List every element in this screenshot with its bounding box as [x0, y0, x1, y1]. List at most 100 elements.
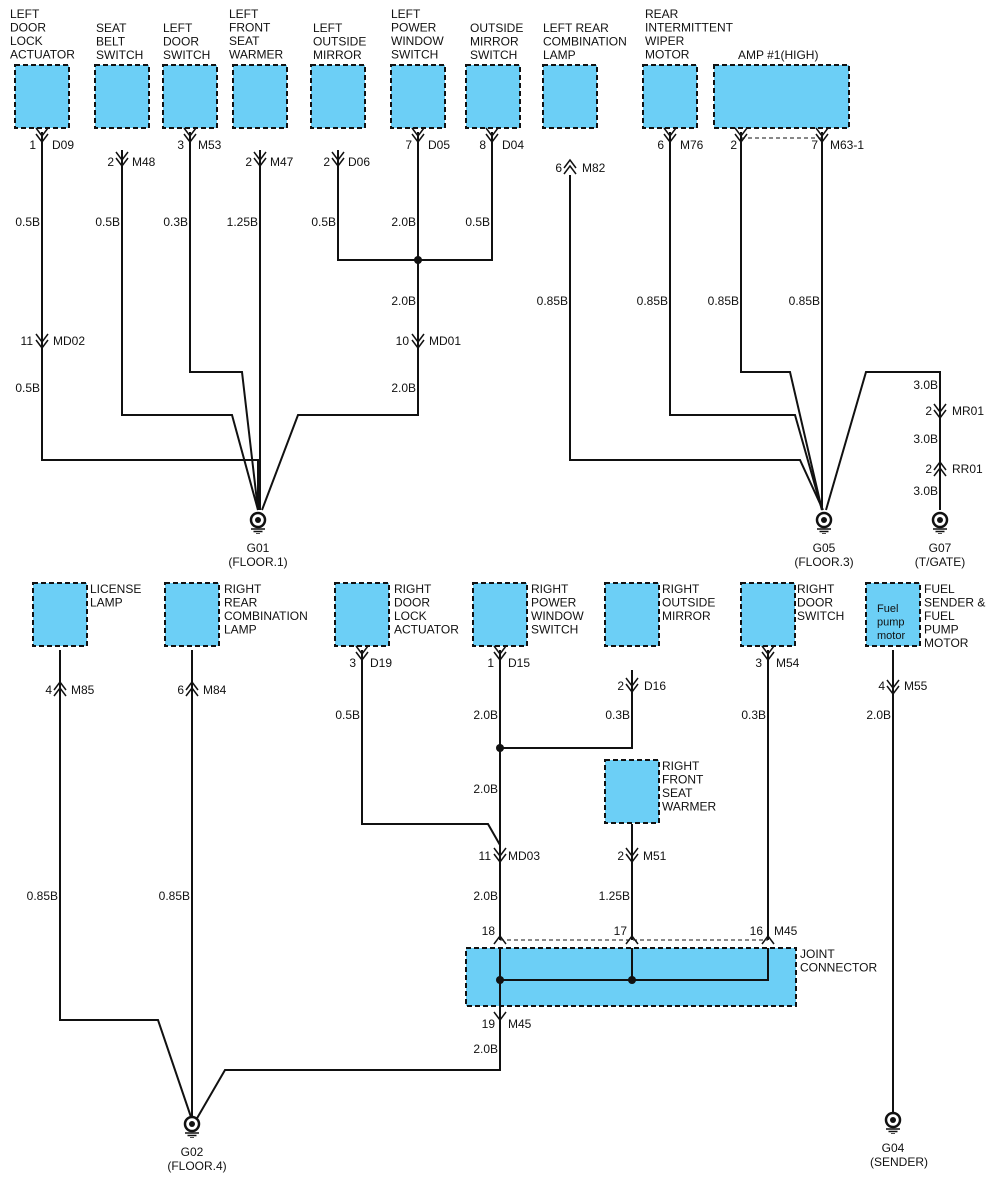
spec-w5: 0.5B: [311, 215, 336, 229]
label-left-power-window-switch-line: WINDOW: [391, 34, 444, 48]
connector-d06: D06: [348, 155, 370, 169]
ground-g02-icon: [183, 1115, 201, 1138]
conn-d04-mark: [485, 127, 499, 144]
right-door-lock-actuator-box[interactable]: [334, 582, 390, 647]
label-right-outside-mirror-line: OUTSIDE: [662, 596, 715, 610]
label-outside-mirror-switch-line: OUTSIDE: [470, 21, 523, 35]
label-left-door-lock-actuator-line: LOCK: [10, 34, 43, 48]
label-right-outside-mirror-line: MIRROR: [662, 609, 711, 623]
connector-mr01: MR01: [952, 404, 984, 418]
wire-d05: [261, 132, 419, 511]
right-door-switch-box[interactable]: [740, 582, 796, 647]
pin-md02: 11: [21, 334, 34, 348]
connector-m82: M82: [582, 161, 606, 175]
right-front-seat-warmer-box[interactable]: [604, 759, 660, 824]
connector-d05: D05: [428, 138, 450, 152]
label-left-front-seat-warmer-line: SEAT: [229, 34, 260, 48]
right-outside-mirror-box[interactable]: [604, 582, 660, 647]
wire-d09: [41, 132, 259, 510]
conn-m63-mark: [815, 127, 829, 144]
conn-rr01-mark: [933, 460, 947, 477]
conn-m47-mark: [253, 151, 267, 168]
spec-w25: 2.0B: [473, 782, 498, 796]
rear-wiper-motor-box[interactable]: [642, 64, 698, 129]
conn-j16-mark: [761, 934, 775, 945]
label-left-door-lock-actuator-line: DOOR: [10, 21, 46, 35]
left-outside-mirror-box[interactable]: [310, 64, 366, 129]
spec-w17: 3.0B: [913, 484, 938, 498]
label-left-door-lock-actuator-line: LEFT: [10, 7, 40, 21]
conn-d09-mark: [35, 127, 49, 144]
left-front-seat-warmer-box[interactable]: [232, 64, 288, 129]
label-left-outside-mirror-line: OUTSIDE: [313, 35, 366, 49]
conn-md01-mark: [411, 333, 425, 350]
spec-w4: 1.25B: [227, 215, 258, 229]
connector-md01: MD01: [429, 334, 461, 348]
pin-j19: 19: [482, 1017, 496, 1031]
pin-m84: 6: [177, 683, 184, 697]
spec-w11: 0.85B: [537, 294, 568, 308]
right-power-window-switch-box[interactable]: [472, 582, 528, 647]
label-left-door-lock-actuator-line: ACTUATOR: [10, 48, 75, 62]
connector-md03: MD03: [508, 849, 540, 863]
wires-top: [41, 132, 941, 511]
pin-d09: 1: [29, 138, 36, 152]
g04-loc: (SENDER): [870, 1155, 928, 1169]
label-left-front-seat-warmer-line: WARMER: [229, 48, 284, 62]
seat-belt-switch-box[interactable]: [94, 64, 150, 129]
label-seat-belt-switch-line: SEAT: [96, 21, 127, 35]
label-license-lamp-line: LICENSE: [90, 582, 141, 596]
components-bottom: [32, 582, 921, 824]
label-license-lamp-line: LAMP: [90, 596, 123, 610]
label-joint-connector-line: CONNECTOR: [800, 961, 877, 975]
left-rear-combination-lamp-box[interactable]: [542, 64, 598, 129]
label-right-power-window-switch-line: POWER: [531, 596, 577, 610]
connector-m54: M54: [776, 656, 800, 670]
ground-g07-icon: [931, 511, 949, 534]
spec-w21: 2.0B: [473, 708, 498, 722]
pin-d15: 1: [487, 656, 494, 670]
label-left-outside-mirror-line: LEFT: [313, 21, 343, 35]
license-lamp-box[interactable]: [32, 582, 88, 647]
conn-j17-mark: [625, 934, 639, 945]
connector-m45-bot: M45: [508, 1017, 532, 1031]
connector-d19: D19: [370, 656, 392, 670]
conn-d19-mark: [355, 645, 369, 662]
conn-mr01-mark: [933, 403, 947, 420]
pin-m51: 2: [617, 849, 624, 863]
right-rear-combination-lamp-box[interactable]: [164, 582, 220, 647]
spec-w15: 3.0B: [913, 378, 938, 392]
fuel-pump-box[interactable]: [865, 582, 921, 647]
connector-m47: M47: [270, 155, 294, 169]
pin-d04: 8: [479, 138, 486, 152]
label-left-door-switch-line: LEFT: [163, 21, 193, 35]
label-fuel-sender-line: FUEL: [924, 582, 955, 596]
wire-m48: [121, 150, 259, 511]
left-door-switch-box[interactable]: [162, 64, 218, 129]
connector-m51: M51: [643, 849, 667, 863]
spec-w16: 3.0B: [913, 432, 938, 446]
wire-m82: [569, 175, 824, 511]
conn-j18-mark: [493, 934, 507, 945]
spec-w8: 2.0B: [391, 294, 416, 308]
label-rear-wiper-motor-line: REAR: [645, 7, 679, 21]
ground-g04-icon: [884, 1111, 902, 1134]
left-door-lock-actuator-box[interactable]: [14, 64, 70, 129]
label-outside-mirror-switch-line: SWITCH: [470, 48, 517, 62]
conn-d15-mark: [493, 645, 507, 662]
connector-m45-top: M45: [774, 924, 798, 938]
spec-w18: 0.85B: [27, 889, 58, 903]
connector-m53: M53: [198, 138, 222, 152]
left-power-window-switch-box[interactable]: [390, 64, 446, 129]
conn-m55-mark: [886, 679, 900, 696]
amp-box[interactable]: [713, 64, 850, 129]
outside-mirror-switch-box[interactable]: [465, 64, 521, 129]
pin-d05: 7: [405, 138, 412, 152]
